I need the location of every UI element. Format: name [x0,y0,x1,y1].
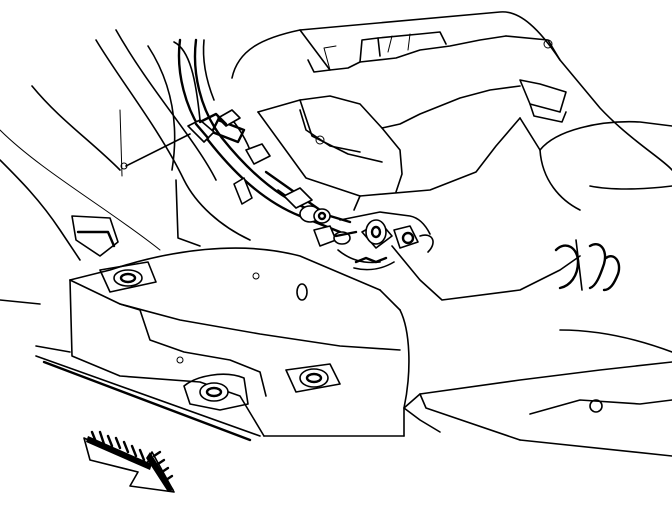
harness-connector [283,187,434,253]
ground-stud [120,112,228,170]
rear-pillar [0,29,251,261]
drain-hole [252,272,260,280]
drain-hole [296,283,308,301]
drain-hole [543,39,553,49]
floor-pan [391,245,672,457]
rear-seat-pan [257,85,672,211]
body-panel [231,11,672,171]
drain-hole [315,135,325,145]
drain-hole [176,356,184,364]
rocker-panel [0,247,441,442]
harness-clip [554,239,621,292]
drain-hole [589,399,603,413]
front-direction-arrow [83,430,175,493]
harness-clip [337,249,395,271]
floor-grommet [71,215,341,411]
